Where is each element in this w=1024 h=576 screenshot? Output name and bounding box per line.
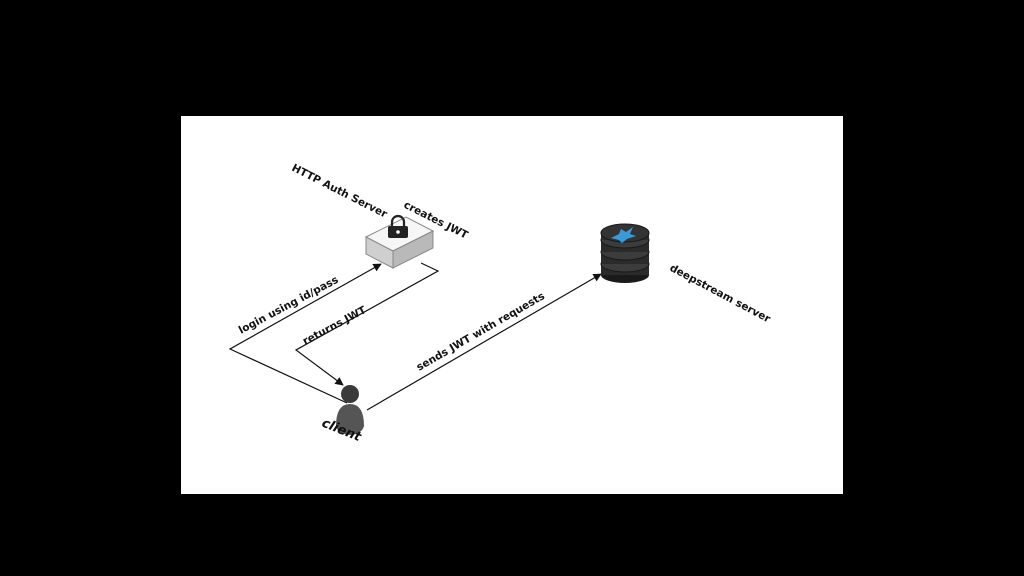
lock-icon — [388, 214, 408, 238]
diagram-svg: HTTP Auth Server creates JWT login using… — [228, 162, 773, 445]
returns-jwt-label: returns JWT — [301, 304, 369, 348]
diagram-canvas: HTTP Auth Server creates JWT login using… — [181, 116, 843, 494]
edge-returns-jwt — [294, 262, 440, 386]
deepstream-label: deepstream server — [668, 262, 773, 326]
edge-sends-jwt — [366, 273, 602, 411]
auth-server-box — [364, 214, 435, 269]
deepstream-server-stack — [600, 223, 650, 283]
deepstream-logo-icon — [611, 227, 636, 243]
auth-server-label: HTTP Auth Server — [290, 162, 390, 221]
sends-jwt-label: sends JWT with requests — [415, 290, 547, 373]
user-icon — [336, 385, 364, 435]
edge-login — [228, 263, 382, 404]
